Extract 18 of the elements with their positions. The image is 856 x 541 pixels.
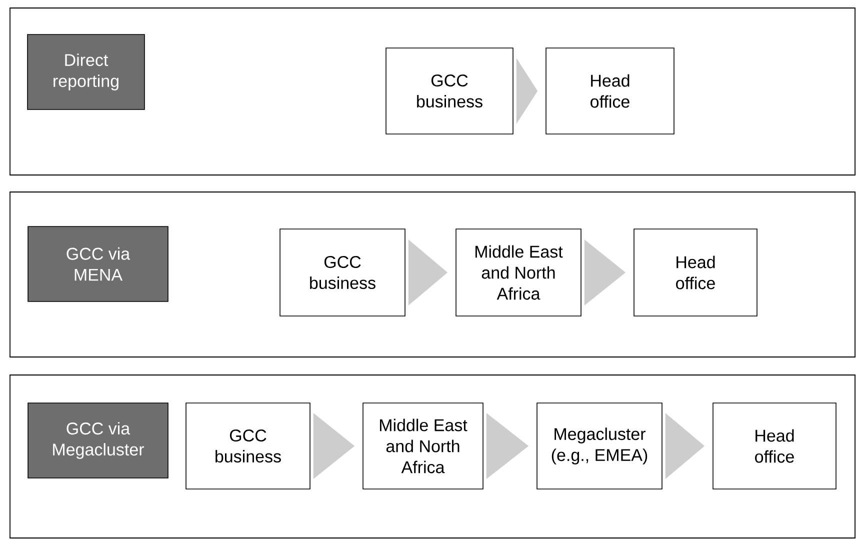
process-box: GCC business <box>386 48 514 134</box>
chevron-arrow <box>408 240 448 306</box>
process-box: Head office <box>634 228 758 316</box>
process-box: Middle East and North Africa <box>362 402 484 490</box>
process-box: Megacluster (e.g., EMEA) <box>536 402 662 490</box>
chevron-arrow <box>584 240 626 306</box>
process-box: GCC business <box>280 228 406 316</box>
category-box: GCC via MENA <box>28 226 168 302</box>
process-box: GCC business <box>186 402 310 490</box>
process-box: Head office <box>546 48 674 134</box>
chevron-arrow <box>313 413 355 479</box>
category-box: GCC via Megacluster <box>28 402 168 478</box>
chevron-arrow <box>486 413 529 479</box>
chevron-arrow <box>516 58 538 124</box>
category-box: Direct reporting <box>27 34 145 110</box>
process-box: Middle East and North Africa <box>456 228 582 316</box>
process-box: Head office <box>712 402 836 490</box>
chevron-arrow <box>665 413 705 479</box>
